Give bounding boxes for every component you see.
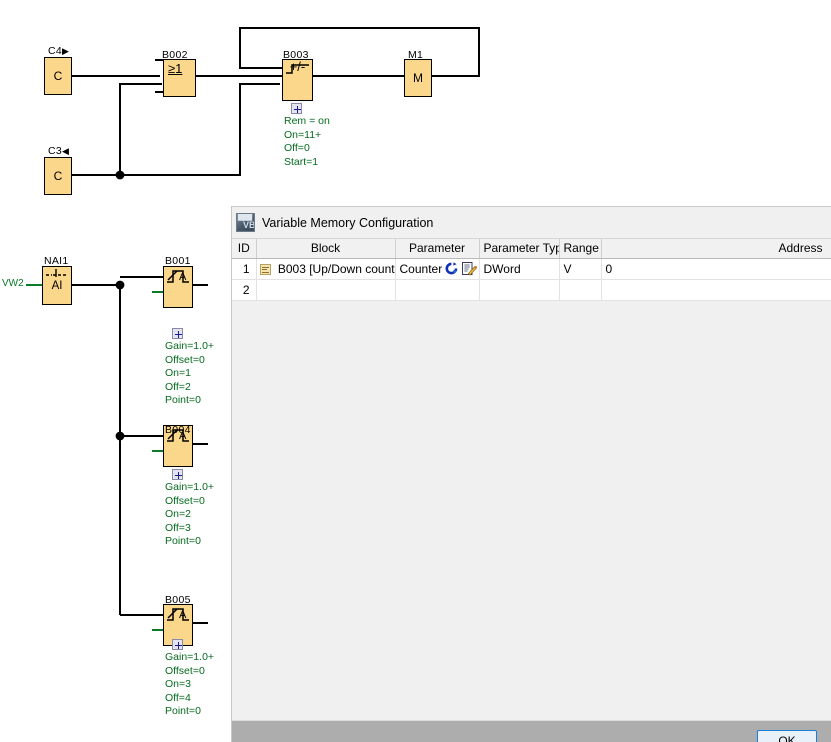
output-arrow-icon: ◀ bbox=[62, 146, 69, 157]
cell-range: V bbox=[559, 258, 601, 279]
cell-parameter-label: Counter bbox=[400, 262, 443, 276]
block-label-b003: B003 bbox=[283, 49, 309, 61]
param-line: Gain=1.0+ bbox=[165, 651, 214, 665]
table-row[interactable]: 2 bbox=[232, 279, 831, 300]
edit-icon[interactable] bbox=[461, 261, 477, 276]
wire-junction bbox=[116, 171, 125, 180]
cell-block[interactable]: B003 [Up/Down counter] bbox=[256, 258, 395, 279]
table-header-row: ID Block Parameter Parameter Type Range … bbox=[232, 239, 831, 258]
param-line: Offset=0 bbox=[165, 495, 214, 509]
wire-junction bbox=[116, 281, 125, 290]
param-line: On=1 bbox=[165, 367, 214, 381]
pulse-output-icon bbox=[164, 605, 192, 623]
param-line: Off=0 bbox=[284, 142, 330, 156]
column-header-parameter[interactable]: Parameter bbox=[395, 239, 479, 258]
expand-params-b003[interactable] bbox=[291, 103, 302, 114]
function-block-icon bbox=[260, 264, 271, 275]
analog-input-symbol-icon bbox=[43, 267, 69, 279]
cell-id: 1 bbox=[232, 258, 256, 279]
block-label-c3: C3◀ bbox=[48, 145, 69, 157]
column-header-address[interactable]: Address bbox=[601, 239, 831, 258]
refresh-icon[interactable] bbox=[444, 261, 459, 276]
block-label-b004: B004 bbox=[165, 424, 191, 436]
cell-id: 2 bbox=[232, 279, 256, 300]
expand-params-b004[interactable] bbox=[172, 469, 183, 480]
ok-button[interactable]: OK bbox=[757, 730, 817, 742]
terminal-vw2: VW2 bbox=[2, 278, 24, 289]
cell-parameter-type: DWord bbox=[479, 258, 559, 279]
dialog-titlebar: ▇▇▇ VB Variable Memory Configuration bbox=[232, 207, 831, 238]
param-line: On=3 bbox=[165, 678, 214, 692]
param-line: Off=3 bbox=[165, 522, 214, 536]
input-arrow-icon: ▶ bbox=[62, 46, 69, 57]
param-line: Point=0 bbox=[165, 705, 214, 719]
cell-block[interactable] bbox=[256, 279, 395, 300]
cell-parameter-type bbox=[479, 279, 559, 300]
block-label-m1: M1 bbox=[408, 49, 423, 61]
block-label-b002: B002 bbox=[162, 49, 188, 61]
block-glyph-b002: ≥1 bbox=[168, 62, 182, 75]
cell-address[interactable]: 0 bbox=[601, 258, 831, 279]
variable-memory-icon: ▇▇▇ VB bbox=[236, 213, 255, 232]
param-line: Rem = on bbox=[284, 115, 330, 129]
block-b001[interactable]: A bbox=[163, 266, 193, 308]
param-line: On=11+ bbox=[284, 129, 330, 143]
cell-parameter[interactable] bbox=[395, 279, 479, 300]
param-line: Gain=1.0+ bbox=[165, 481, 214, 495]
block-glyph-c4: C bbox=[54, 69, 63, 83]
param-line: Point=0 bbox=[165, 535, 214, 549]
param-line: Off=2 bbox=[165, 381, 214, 395]
dialog-footer: OK bbox=[232, 720, 831, 742]
pulse-output-icon bbox=[164, 267, 192, 285]
table-row[interactable]: 1 B003 [Up/Down counter] Counter bbox=[232, 258, 831, 279]
dialog-title: Variable Memory Configuration bbox=[262, 216, 433, 230]
column-header-block[interactable]: Block bbox=[256, 239, 395, 258]
block-c3[interactable]: C bbox=[44, 157, 72, 195]
block-b002[interactable]: ≥1 bbox=[163, 59, 196, 97]
param-line: Point=0 bbox=[165, 394, 214, 408]
block-glyph-m1: M bbox=[413, 71, 423, 85]
param-line: Start=1 bbox=[284, 156, 330, 170]
block-label-c4: C4▶ bbox=[48, 45, 69, 57]
wire-junction bbox=[116, 432, 125, 441]
cell-range bbox=[559, 279, 601, 300]
block-glyph-c3: C bbox=[54, 169, 63, 183]
cell-parameter[interactable]: Counter bbox=[395, 258, 479, 279]
block-nai1[interactable]: AI bbox=[42, 266, 72, 305]
column-header-id[interactable]: ID bbox=[232, 239, 256, 258]
block-label-b005: B005 bbox=[165, 594, 191, 606]
variable-memory-table[interactable]: ID Block Parameter Parameter Type Range … bbox=[232, 239, 831, 301]
param-line: Off=4 bbox=[165, 692, 214, 706]
cell-block-label: B003 [Up/Down counter] bbox=[278, 262, 395, 276]
variable-memory-configuration-dialog[interactable]: ▇▇▇ VB Variable Memory Configuration ID bbox=[231, 206, 831, 742]
counter-edge-icon bbox=[283, 61, 312, 76]
param-line: On=2 bbox=[165, 508, 214, 522]
params-b003: Rem = on On=11+ Off=0 Start=1 bbox=[284, 115, 330, 169]
column-header-parameter-type[interactable]: Parameter Type bbox=[479, 239, 559, 258]
cell-address[interactable] bbox=[601, 279, 831, 300]
param-line: Offset=0 bbox=[165, 665, 214, 679]
expand-params-b001[interactable] bbox=[172, 328, 183, 339]
block-c4[interactable]: C bbox=[44, 57, 72, 95]
block-b003[interactable]: +/- bbox=[282, 59, 313, 101]
variable-memory-table-container[interactable]: ID Block Parameter Parameter Type Range … bbox=[232, 238, 831, 720]
expand-params-b005[interactable] bbox=[172, 639, 183, 650]
param-line: Gain=1.0+ bbox=[165, 340, 214, 354]
block-label-b001: B001 bbox=[165, 255, 191, 267]
column-header-range[interactable]: Range bbox=[559, 239, 601, 258]
param-line: Offset=0 bbox=[165, 354, 214, 368]
block-label-nai1: NAI1 bbox=[44, 255, 69, 267]
block-glyph-nai1: AI bbox=[52, 280, 63, 292]
table-empty-area bbox=[232, 301, 831, 721]
block-m1[interactable]: M bbox=[404, 59, 432, 97]
